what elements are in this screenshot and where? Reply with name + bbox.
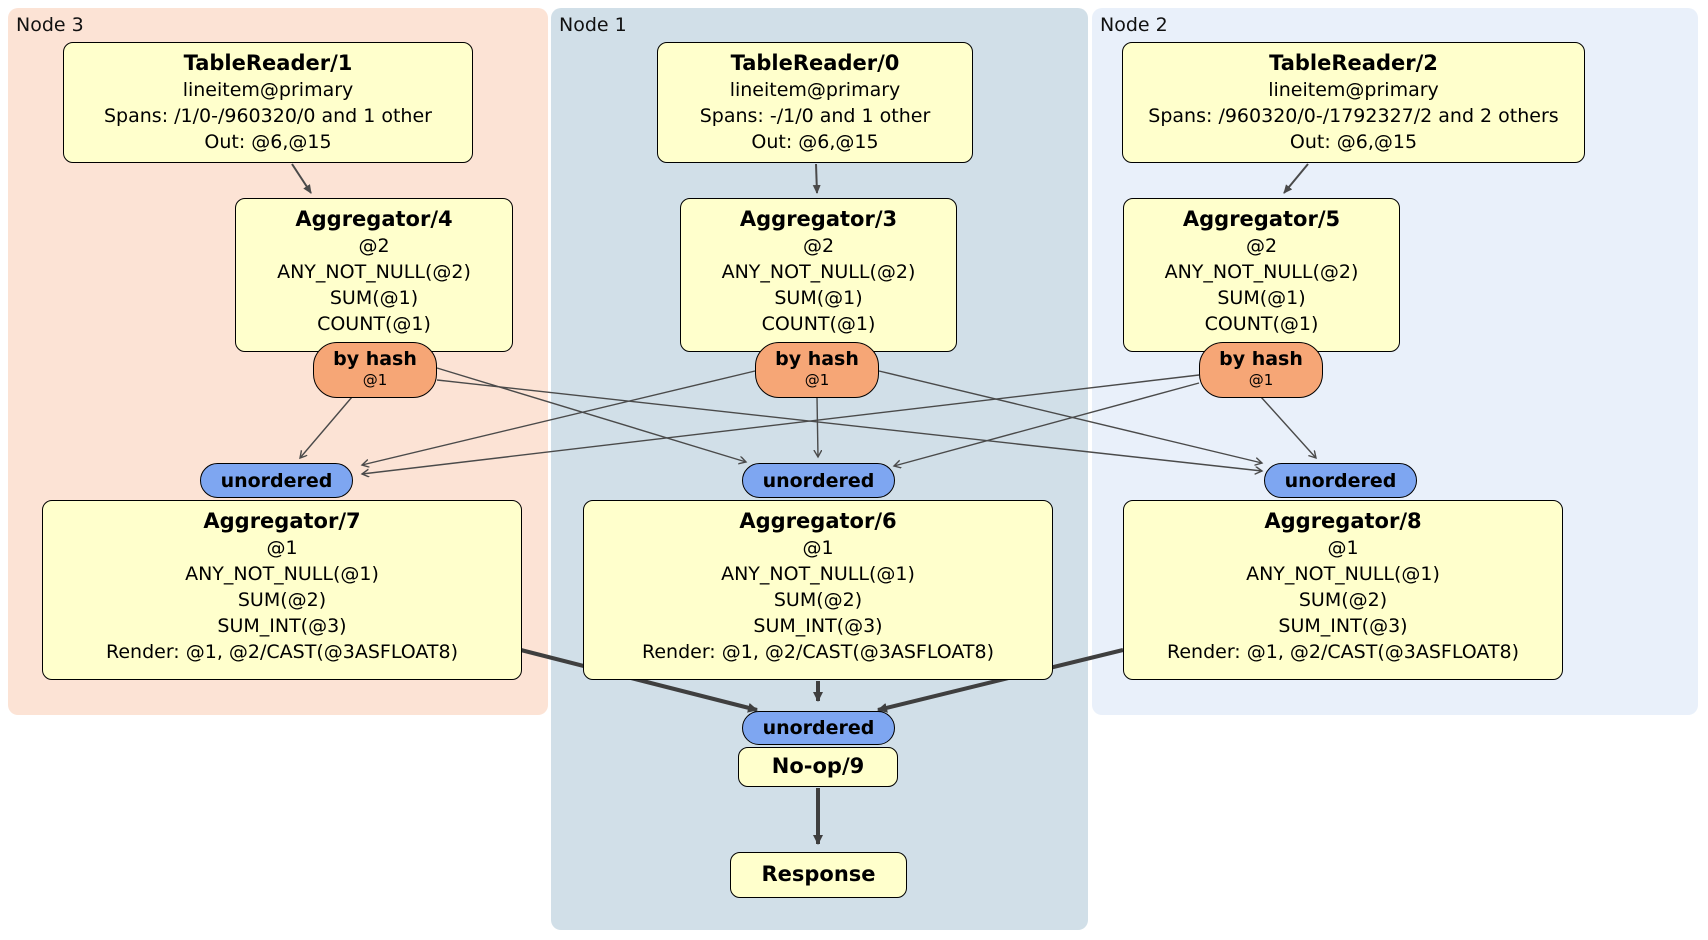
processor-detail: Out: @6,@15: [751, 131, 879, 153]
processor-detail: SUM(@2): [773, 589, 863, 611]
router-by-hash-node1: by hash @1: [755, 342, 879, 398]
processor-detail: SUM_INT(@3): [753, 615, 883, 637]
processor-title: No-op/9: [771, 754, 865, 778]
processor-tablereader-0: TableReader/0 lineitem@primary Spans: -/…: [657, 42, 973, 163]
processor-title: Response: [761, 862, 876, 886]
processor-detail: SUM(@1): [329, 287, 419, 309]
processor-title: TableReader/0: [730, 51, 900, 75]
processor-detail: ANY_NOT_NULL(@1): [185, 563, 379, 585]
processor-title: TableReader/1: [183, 51, 353, 75]
router-by-hash-node2: by hash @1: [1199, 342, 1323, 398]
processor-detail: ANY_NOT_NULL(@2): [1164, 261, 1359, 283]
processor-title: Aggregator/7: [203, 509, 361, 533]
processor-title: TableReader/2: [1269, 51, 1438, 75]
processor-aggregator-6: Aggregator/6 @1 ANY_NOT_NULL(@1) SUM(@2)…: [583, 500, 1053, 680]
processor-detail: lineitem@primary: [1268, 79, 1439, 101]
edge-tr0-agg3: [812, 163, 821, 194]
router-by-hash-node3: by hash @1: [313, 342, 437, 398]
edge-hash1-sync3: [362, 370, 756, 465]
processor-detail: ANY_NOT_NULL(@2): [721, 261, 916, 283]
processor-detail: SUM(@1): [774, 287, 863, 309]
processor-title: Aggregator/4: [295, 207, 453, 231]
edge-hash3-sync2: [436, 379, 1262, 471]
processor-detail: ANY_NOT_NULL(@1): [1246, 563, 1440, 585]
processor-detail: ANY_NOT_NULL(@2): [277, 261, 471, 283]
processor-detail: Render: @1, @2/CAST(@3ASFLOAT8): [642, 641, 994, 663]
processor-detail: @1: [802, 537, 834, 559]
processor-detail: @2: [1245, 235, 1278, 257]
processor-aggregator-5: Aggregator/5 @2 ANY_NOT_NULL(@2) SUM(@1)…: [1123, 198, 1400, 352]
processor-detail: COUNT(@1): [1204, 313, 1319, 335]
processor-tablereader-1: TableReader/1 lineitem@primary Spans: /1…: [63, 42, 473, 163]
processor-detail: @1: [1327, 537, 1359, 559]
edge-tr1-agg4: [291, 163, 312, 194]
processor-detail: lineitem@primary: [182, 79, 354, 101]
processor-detail: Out: @6,@15: [204, 131, 332, 153]
edge-agg8-syncfinal: [877, 648, 1124, 713]
region-node3-label: Node 3: [16, 14, 84, 36]
processor-detail: ANY_NOT_NULL(@1): [721, 563, 915, 585]
region-node2-label: Node 2: [1100, 14, 1168, 36]
processor-detail: Spans: /960320/0-/1792327/2 and 2 others: [1148, 105, 1559, 127]
processor-title: Aggregator/3: [739, 207, 898, 231]
processor-aggregator-3: Aggregator/3 @2 ANY_NOT_NULL(@2) SUM(@1)…: [680, 198, 957, 352]
processor-detail: COUNT(@1): [761, 313, 876, 335]
edge-hash2-sync2: [1260, 396, 1316, 458]
router-label: by hash: [775, 348, 859, 370]
processor-detail: @1: [266, 537, 298, 559]
sync-unordered-node2: unordered: [1264, 463, 1417, 498]
processor-title: Aggregator/8: [1264, 509, 1422, 533]
router-detail: @1: [362, 371, 388, 389]
processor-detail: SUM_INT(@3): [217, 615, 347, 637]
router-label: by hash: [1219, 348, 1303, 370]
edge-hash2-sync3: [362, 374, 1200, 474]
processor-tablereader-2: TableReader/2 lineitem@primary Spans: /9…: [1122, 42, 1585, 163]
processor-detail: lineitem@primary: [729, 79, 901, 101]
processor-detail: SUM(@2): [1298, 589, 1388, 611]
edge-hash3-sync1: [436, 367, 746, 462]
region-node1-label: Node 1: [559, 14, 627, 36]
processor-aggregator-8: Aggregator/8 @1 ANY_NOT_NULL(@1) SUM(@2)…: [1123, 500, 1563, 680]
processor-detail: SUM_INT(@3): [1278, 615, 1408, 637]
edge-hash2-sync1: [894, 382, 1200, 466]
sync-unordered-node3: unordered: [200, 463, 353, 498]
processor-detail: Spans: -/1/0 and 1 other: [699, 105, 931, 127]
edge-hash1-sync1: [817, 396, 818, 457]
router-label: by hash: [333, 348, 417, 370]
edge-tr2-agg5: [1283, 163, 1309, 194]
processor-detail: SUM(@2): [237, 589, 327, 611]
processor-detail: COUNT(@1): [317, 313, 431, 335]
processor-detail: SUM(@1): [1217, 287, 1306, 309]
processor-title: Aggregator/5: [1182, 207, 1341, 231]
processor-detail: Render: @1, @2/CAST(@3ASFLOAT8): [106, 641, 458, 663]
router-detail: @1: [804, 371, 830, 389]
processor-detail: @2: [802, 235, 835, 257]
processor-aggregator-4: Aggregator/4 @2 ANY_NOT_NULL(@2) SUM(@1)…: [235, 198, 513, 352]
sync-unordered-node1: unordered: [742, 463, 895, 498]
processor-title: Aggregator/6: [739, 509, 897, 533]
processor-detail: Out: @6,@15: [1289, 131, 1418, 153]
processor-detail: @2: [358, 235, 390, 257]
processor-detail: Spans: /1/0-/960320/0 and 1 other: [104, 105, 432, 127]
router-detail: @1: [1248, 371, 1274, 389]
processor-aggregator-7: Aggregator/7 @1 ANY_NOT_NULL(@1) SUM(@2)…: [42, 500, 522, 680]
edge-hash1-sync2: [878, 370, 1262, 463]
edge-hash3-sync3: [300, 396, 353, 458]
processor-detail: Render: @1, @2/CAST(@3ASFLOAT8): [1167, 641, 1519, 663]
processor-response: Response: [730, 852, 907, 898]
sync-unordered-final: unordered: [742, 711, 895, 745]
processor-no-op-9: No-op/9: [738, 747, 898, 787]
